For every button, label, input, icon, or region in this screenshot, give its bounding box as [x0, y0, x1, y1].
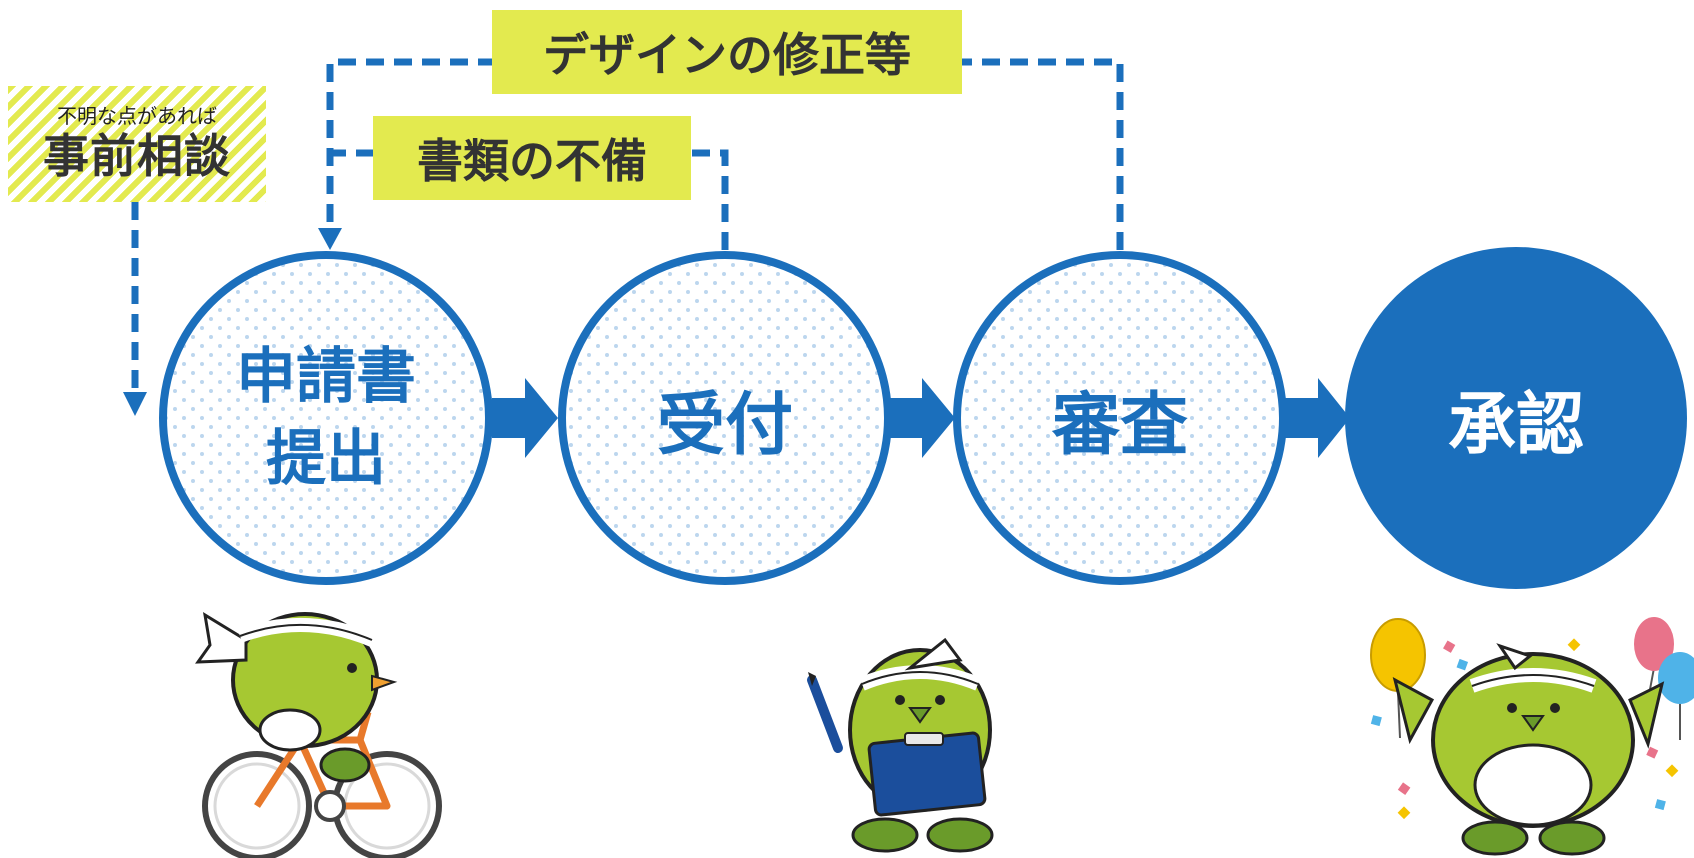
pre-consultation-subtext: 不明な点があれば — [57, 104, 217, 128]
design-fix-label: デザインの修正等 — [492, 10, 962, 94]
step-circle-submit — [159, 251, 493, 585]
bird-on-bicycle-icon — [195, 612, 442, 858]
step-circle-approval — [1345, 247, 1687, 589]
step-circle-receipt — [558, 251, 892, 585]
design-fix-loop-line — [326, 58, 1124, 250]
step-submit-line2: 提出 — [266, 424, 386, 494]
doc-incomplete-loop-line — [330, 149, 729, 250]
loop-arrowhead — [318, 228, 342, 250]
flow-arrow-icon — [1285, 378, 1350, 458]
flow-arrow-icon — [492, 378, 558, 458]
step-submit-line1: 申請書 — [236, 342, 416, 412]
bird-with-balloons-icon — [1370, 617, 1694, 856]
step-circle-review — [953, 251, 1287, 585]
flow-arrow-icon — [890, 378, 955, 458]
bird-with-clipboard-icon — [807, 637, 994, 853]
consult-arrowhead — [123, 392, 147, 416]
step-approval-label: 承認 — [1447, 385, 1584, 465]
pre-consultation-title: 事前相談 — [43, 129, 231, 183]
pre-consultation-box: 不明な点があれば 事前相談 — [8, 86, 266, 202]
doc-incomplete-label: 書類の不備 — [373, 116, 691, 200]
step-submit-label: 申請書 提出 — [176, 318, 476, 518]
step-review-label: 審査 — [1051, 385, 1188, 465]
step-receipt-label: 受付 — [656, 385, 793, 465]
